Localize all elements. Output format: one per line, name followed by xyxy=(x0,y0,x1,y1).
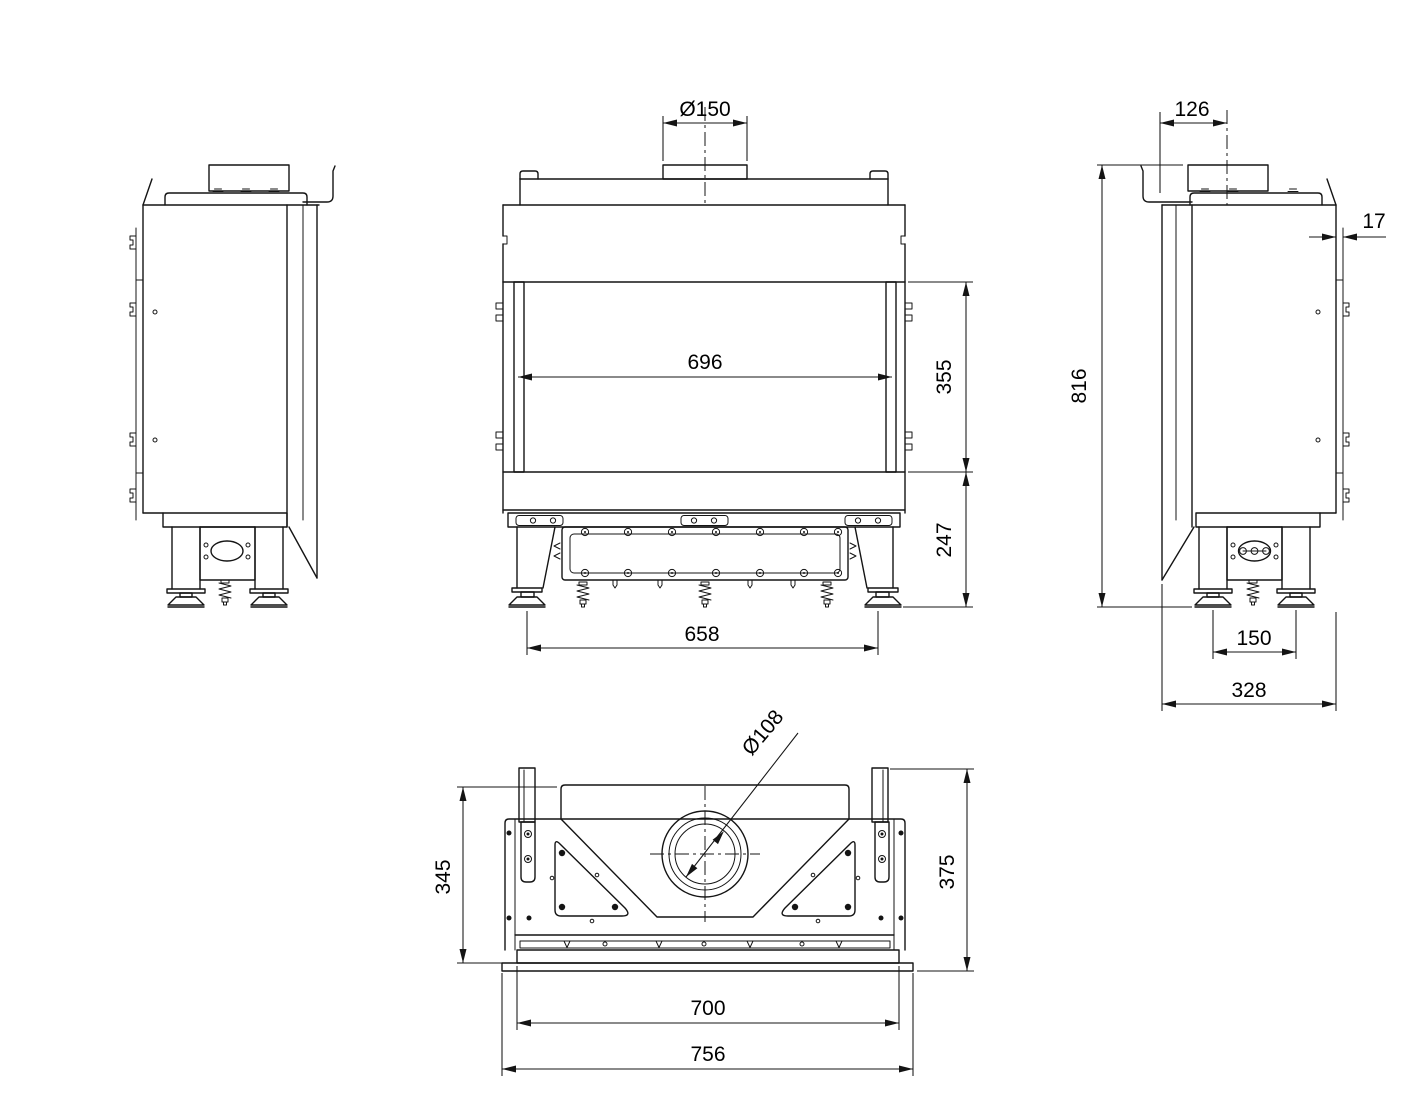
dim-label-inner-width: 700 xyxy=(690,997,725,1020)
base-plinths xyxy=(501,949,914,972)
dimension-overall-depth-bottom: 375 xyxy=(890,768,974,972)
top-plate xyxy=(1189,188,1323,206)
dimension-inner-width: 700 xyxy=(516,966,900,1030)
legs xyxy=(1193,526,1316,608)
glass-pane-edge xyxy=(129,227,158,521)
dimension-overall-height: 816 xyxy=(1068,164,1192,608)
dim-label-flue-offset: 126 xyxy=(1174,98,1209,121)
dimension-flue-offset: 126 xyxy=(1159,98,1227,193)
leveling-spring xyxy=(218,579,232,606)
dimension-glass-height: 355 xyxy=(908,281,973,473)
dim-label-base-height: 247 xyxy=(933,522,956,557)
dim-label-body-depth: 345 xyxy=(432,859,455,894)
top-plate xyxy=(519,170,889,206)
dim-label-overall-height: 816 xyxy=(1068,368,1091,403)
bottom-view: Ø108 345 375 700 756 xyxy=(432,706,974,1076)
bottom-rails xyxy=(514,934,895,949)
front-flap xyxy=(142,178,153,206)
flue-collar xyxy=(208,164,290,192)
connection-panel xyxy=(1226,526,1283,581)
dimension-body-depth: 345 xyxy=(432,786,557,964)
leveling-spring xyxy=(1246,579,1260,606)
burner-box-screws xyxy=(580,527,843,578)
wall-bracket xyxy=(1140,165,1193,203)
left-side-view xyxy=(129,164,336,608)
dim-label-glass-lip: 17 xyxy=(1362,210,1385,233)
burner-box xyxy=(553,526,857,589)
dim-label-inlet-diameter: Ø108 xyxy=(738,706,789,760)
dim-label-feet-span-depth: 150 xyxy=(1236,627,1271,650)
adjuster-springs xyxy=(576,581,834,608)
dimension-overall-depth: 328 xyxy=(1161,584,1337,711)
body-outline xyxy=(1161,204,1337,581)
dim-label-overall-width: 756 xyxy=(690,1043,725,1066)
legs xyxy=(166,526,289,608)
flue-collar xyxy=(1187,164,1269,192)
flue-inlet-circle xyxy=(650,786,760,922)
legs xyxy=(508,526,902,608)
base-rail xyxy=(507,512,901,528)
dimension-feet-span: 658 xyxy=(526,611,879,655)
body-outline xyxy=(142,204,320,579)
connection-panel xyxy=(199,526,256,581)
side-plates xyxy=(506,821,904,921)
top-plate xyxy=(164,188,308,206)
dim-label-feet-span: 658 xyxy=(684,623,719,646)
dimension-glass-lip: 17 xyxy=(1309,210,1386,241)
front-view: Ø150 696 355 247 658 xyxy=(495,98,973,655)
glass-pane-edge xyxy=(1315,227,1350,521)
dimension-overall-width: 756 xyxy=(501,973,914,1076)
dim-label-glass-height: 355 xyxy=(933,359,956,394)
dim-label-glass-width: 696 xyxy=(687,351,722,374)
base-plinth xyxy=(142,512,288,528)
dim-label-overall-depth: 328 xyxy=(1231,679,1266,702)
dimension-inlet-diameter: Ø108 xyxy=(685,706,799,878)
mount-straps xyxy=(518,767,889,823)
base-plinth xyxy=(1195,512,1337,528)
hood xyxy=(560,784,850,820)
gusset-plates xyxy=(549,841,861,924)
wall-bracket xyxy=(302,165,336,203)
dim-label-flue-diameter: Ø150 xyxy=(679,98,730,121)
dimension-base-height: 247 xyxy=(903,472,973,608)
dimension-feet-span-depth: 150 xyxy=(1212,610,1297,659)
dimension-flue-diameter: Ø150 xyxy=(662,98,748,161)
front-flap xyxy=(1326,178,1337,206)
dim-label-overall-depth-bottom: 375 xyxy=(936,854,959,889)
dimension-glass-width: 696 xyxy=(518,351,892,381)
right-side-view: 126 17 816 150 328 xyxy=(1068,98,1386,711)
